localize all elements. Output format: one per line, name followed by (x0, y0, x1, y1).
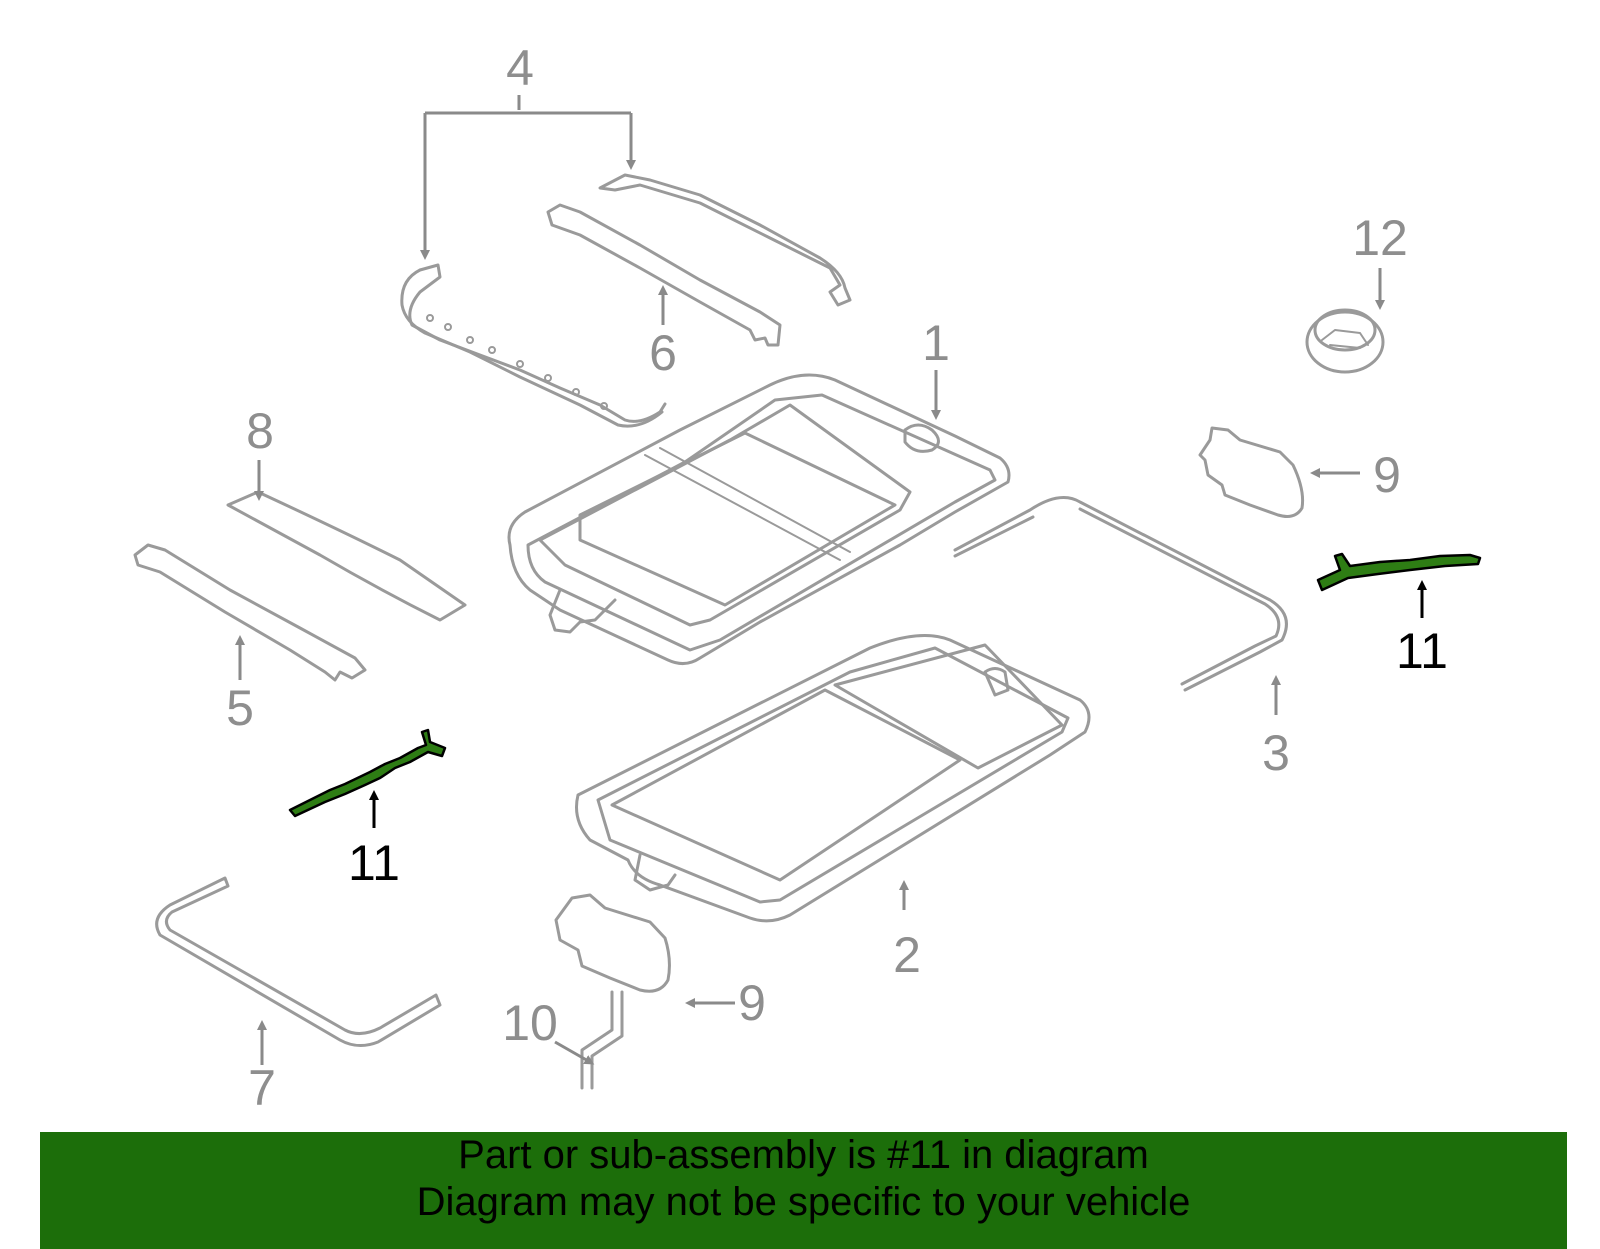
callout-6: 6 (649, 325, 677, 381)
part-3-track (953, 496, 1288, 692)
part-8-strip (226, 490, 467, 622)
banner-line-2: Diagram may not be specific to your vehi… (416, 1180, 1191, 1224)
callout-11-right: 11 (1396, 623, 1448, 679)
callout-11-left: 11 (348, 835, 400, 891)
info-banner: Part or sub-assembly is #11 in diagram D… (40, 1132, 1567, 1249)
callout-12: 12 (1352, 210, 1408, 266)
leaders (235, 95, 1427, 1065)
part-9-motor-right (1198, 426, 1305, 518)
part-12-cap (1305, 308, 1385, 374)
callout-2: 2 (893, 927, 921, 983)
banner-line-1: Part or sub-assembly is #11 in diagram (458, 1133, 1149, 1177)
callout-3: 3 (1262, 725, 1290, 781)
callout-8: 8 (246, 403, 274, 459)
part-7-shade-frame (155, 876, 442, 1047)
callout-10: 10 (502, 995, 558, 1051)
callout-5: 5 (226, 680, 254, 736)
callout-4: 4 (506, 40, 534, 96)
part-11-clip-left (288, 728, 447, 818)
part-5-rail (133, 543, 367, 682)
part-4-seal-front (400, 263, 667, 428)
callout-7: 7 (248, 1060, 276, 1116)
callout-9-lower: 9 (738, 975, 766, 1031)
part-9-motor-lower (554, 893, 671, 993)
part-10-hose (580, 990, 624, 1090)
part-11-clip-right (1316, 552, 1482, 592)
part-4-seal-rear (598, 173, 852, 307)
callout-9-right: 9 (1373, 447, 1401, 503)
part-2-glass (575, 634, 1091, 923)
part-1-sunroof-frame (507, 373, 1011, 665)
callout-1: 1 (922, 315, 950, 371)
part-6-deflector (546, 203, 782, 347)
